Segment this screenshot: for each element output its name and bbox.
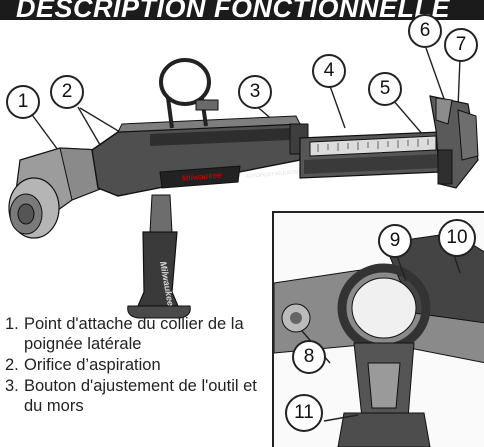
- callout-7: 7: [444, 28, 478, 62]
- callout-11: 11: [285, 394, 323, 432]
- legend-item: 1. Point d'attache du collier de la poig…: [5, 314, 277, 354]
- svg-text:AUTOPILOT ADJUSTMENT: AUTOPILOT ADJUSTMENT: [246, 169, 309, 180]
- callout-9: 9: [378, 224, 412, 258]
- svg-text:Milwaukee: Milwaukee: [181, 170, 222, 183]
- callout-1: 1: [6, 85, 40, 119]
- page-title: DESCRIPTION FONCTIONNELLE: [15, 0, 450, 20]
- legend-item-number: 1.: [5, 315, 19, 333]
- main-body: Milwaukee AUTOPILOT ADJUSTMENT: [91, 115, 309, 197]
- side-handle: Milwaukee: [127, 194, 191, 319]
- inset-illustration: [274, 232, 484, 447]
- handle-collar: [159, 58, 211, 129]
- legend-item-text: Point d'attache du collier de la poignée…: [24, 315, 244, 353]
- suction-nozzle: [8, 147, 109, 239]
- legend-item: 3. Bouton d'ajustement de l'outil et du …: [5, 376, 277, 416]
- legend-item: 2. Orifice d’aspiration: [5, 355, 277, 375]
- callout-5: 5: [368, 72, 402, 106]
- callout-10: 10: [438, 219, 476, 257]
- callout-8: 8: [292, 340, 326, 374]
- telescopic-rail: [299, 131, 441, 179]
- legend-item-text: Orifice d’aspiration: [24, 356, 161, 374]
- callout-3: 3: [238, 75, 272, 109]
- legend-item-text: Bouton d'ajustement de l'outil et du mor…: [24, 377, 257, 415]
- header-bar: DESCRIPTION FONCTIONNELLE: [0, 0, 484, 20]
- legend-list: 1. Point d'attache du collier de la poig…: [5, 314, 277, 417]
- callout-2: 2: [50, 75, 84, 109]
- callout-4: 4: [312, 54, 346, 88]
- legend-item-number: 2.: [5, 356, 19, 374]
- legend-item-number: 3.: [5, 377, 19, 395]
- callout-6: 6: [408, 14, 442, 48]
- front-jaw: [429, 95, 479, 189]
